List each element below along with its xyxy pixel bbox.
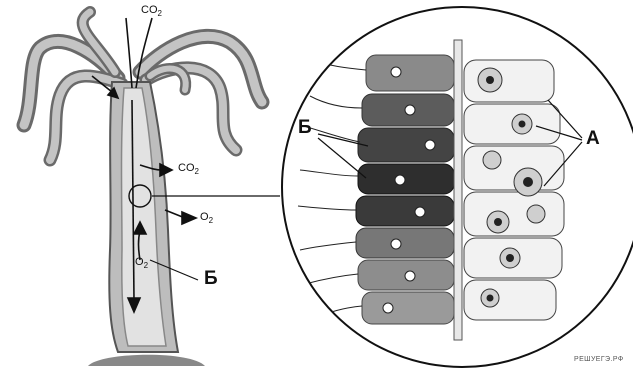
mesoglea-layer xyxy=(454,40,462,340)
o2-inside-label: O2 xyxy=(135,256,148,270)
b-label-cells: Б xyxy=(298,117,312,139)
co2-side-label: CO2 xyxy=(178,162,199,176)
o2-side-label: O2 xyxy=(200,211,213,225)
magnified-tissue xyxy=(282,7,633,367)
hydra-illustration xyxy=(24,12,280,366)
basal-disc xyxy=(88,355,205,366)
co2-top-label: CO2 xyxy=(141,4,162,18)
ectoderm-cells xyxy=(356,55,454,324)
watermark: РЕШУЕГЭ.РФ xyxy=(574,356,624,363)
endoderm-cells xyxy=(464,60,564,320)
a-label-cells: А xyxy=(586,128,600,150)
b-label-hydra: Б xyxy=(204,268,218,290)
